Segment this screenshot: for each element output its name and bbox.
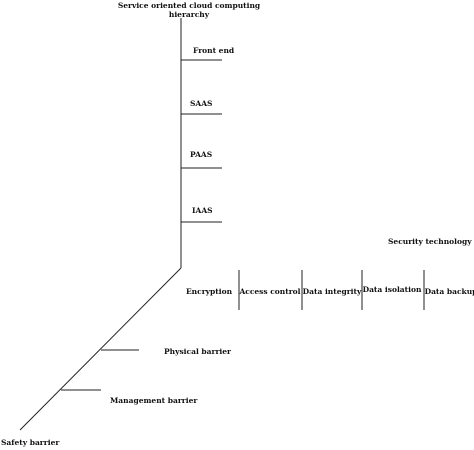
layer-iaas: IAAS xyxy=(192,206,213,215)
security-technology-label: Security technology xyxy=(388,237,472,246)
management-barrier-label: Management barrier xyxy=(110,396,198,405)
security-item-data-isolation: Data isolation xyxy=(362,285,422,294)
layer-front-end: Front end xyxy=(193,46,235,55)
layer-paas: PAAS xyxy=(190,150,213,159)
security-item-data-integrity: Data integrity xyxy=(302,287,362,296)
title-line-2: hierarchy xyxy=(168,10,210,19)
safety-spine xyxy=(19,267,182,431)
title-line-1: Service oriented cloud computing xyxy=(117,1,261,10)
physical-barrier-label: Physical barrier xyxy=(164,347,231,356)
diagram-title: Service oriented cloud computing hierarc… xyxy=(118,1,260,19)
safety-barrier-label: Safety barrier xyxy=(1,438,60,447)
layer-saas: SAAS xyxy=(190,99,213,108)
security-item-encryption: Encryption xyxy=(185,287,233,296)
security-item-access-control: Access control xyxy=(239,287,301,296)
security-item-data-backup: Data backup xyxy=(424,287,474,296)
